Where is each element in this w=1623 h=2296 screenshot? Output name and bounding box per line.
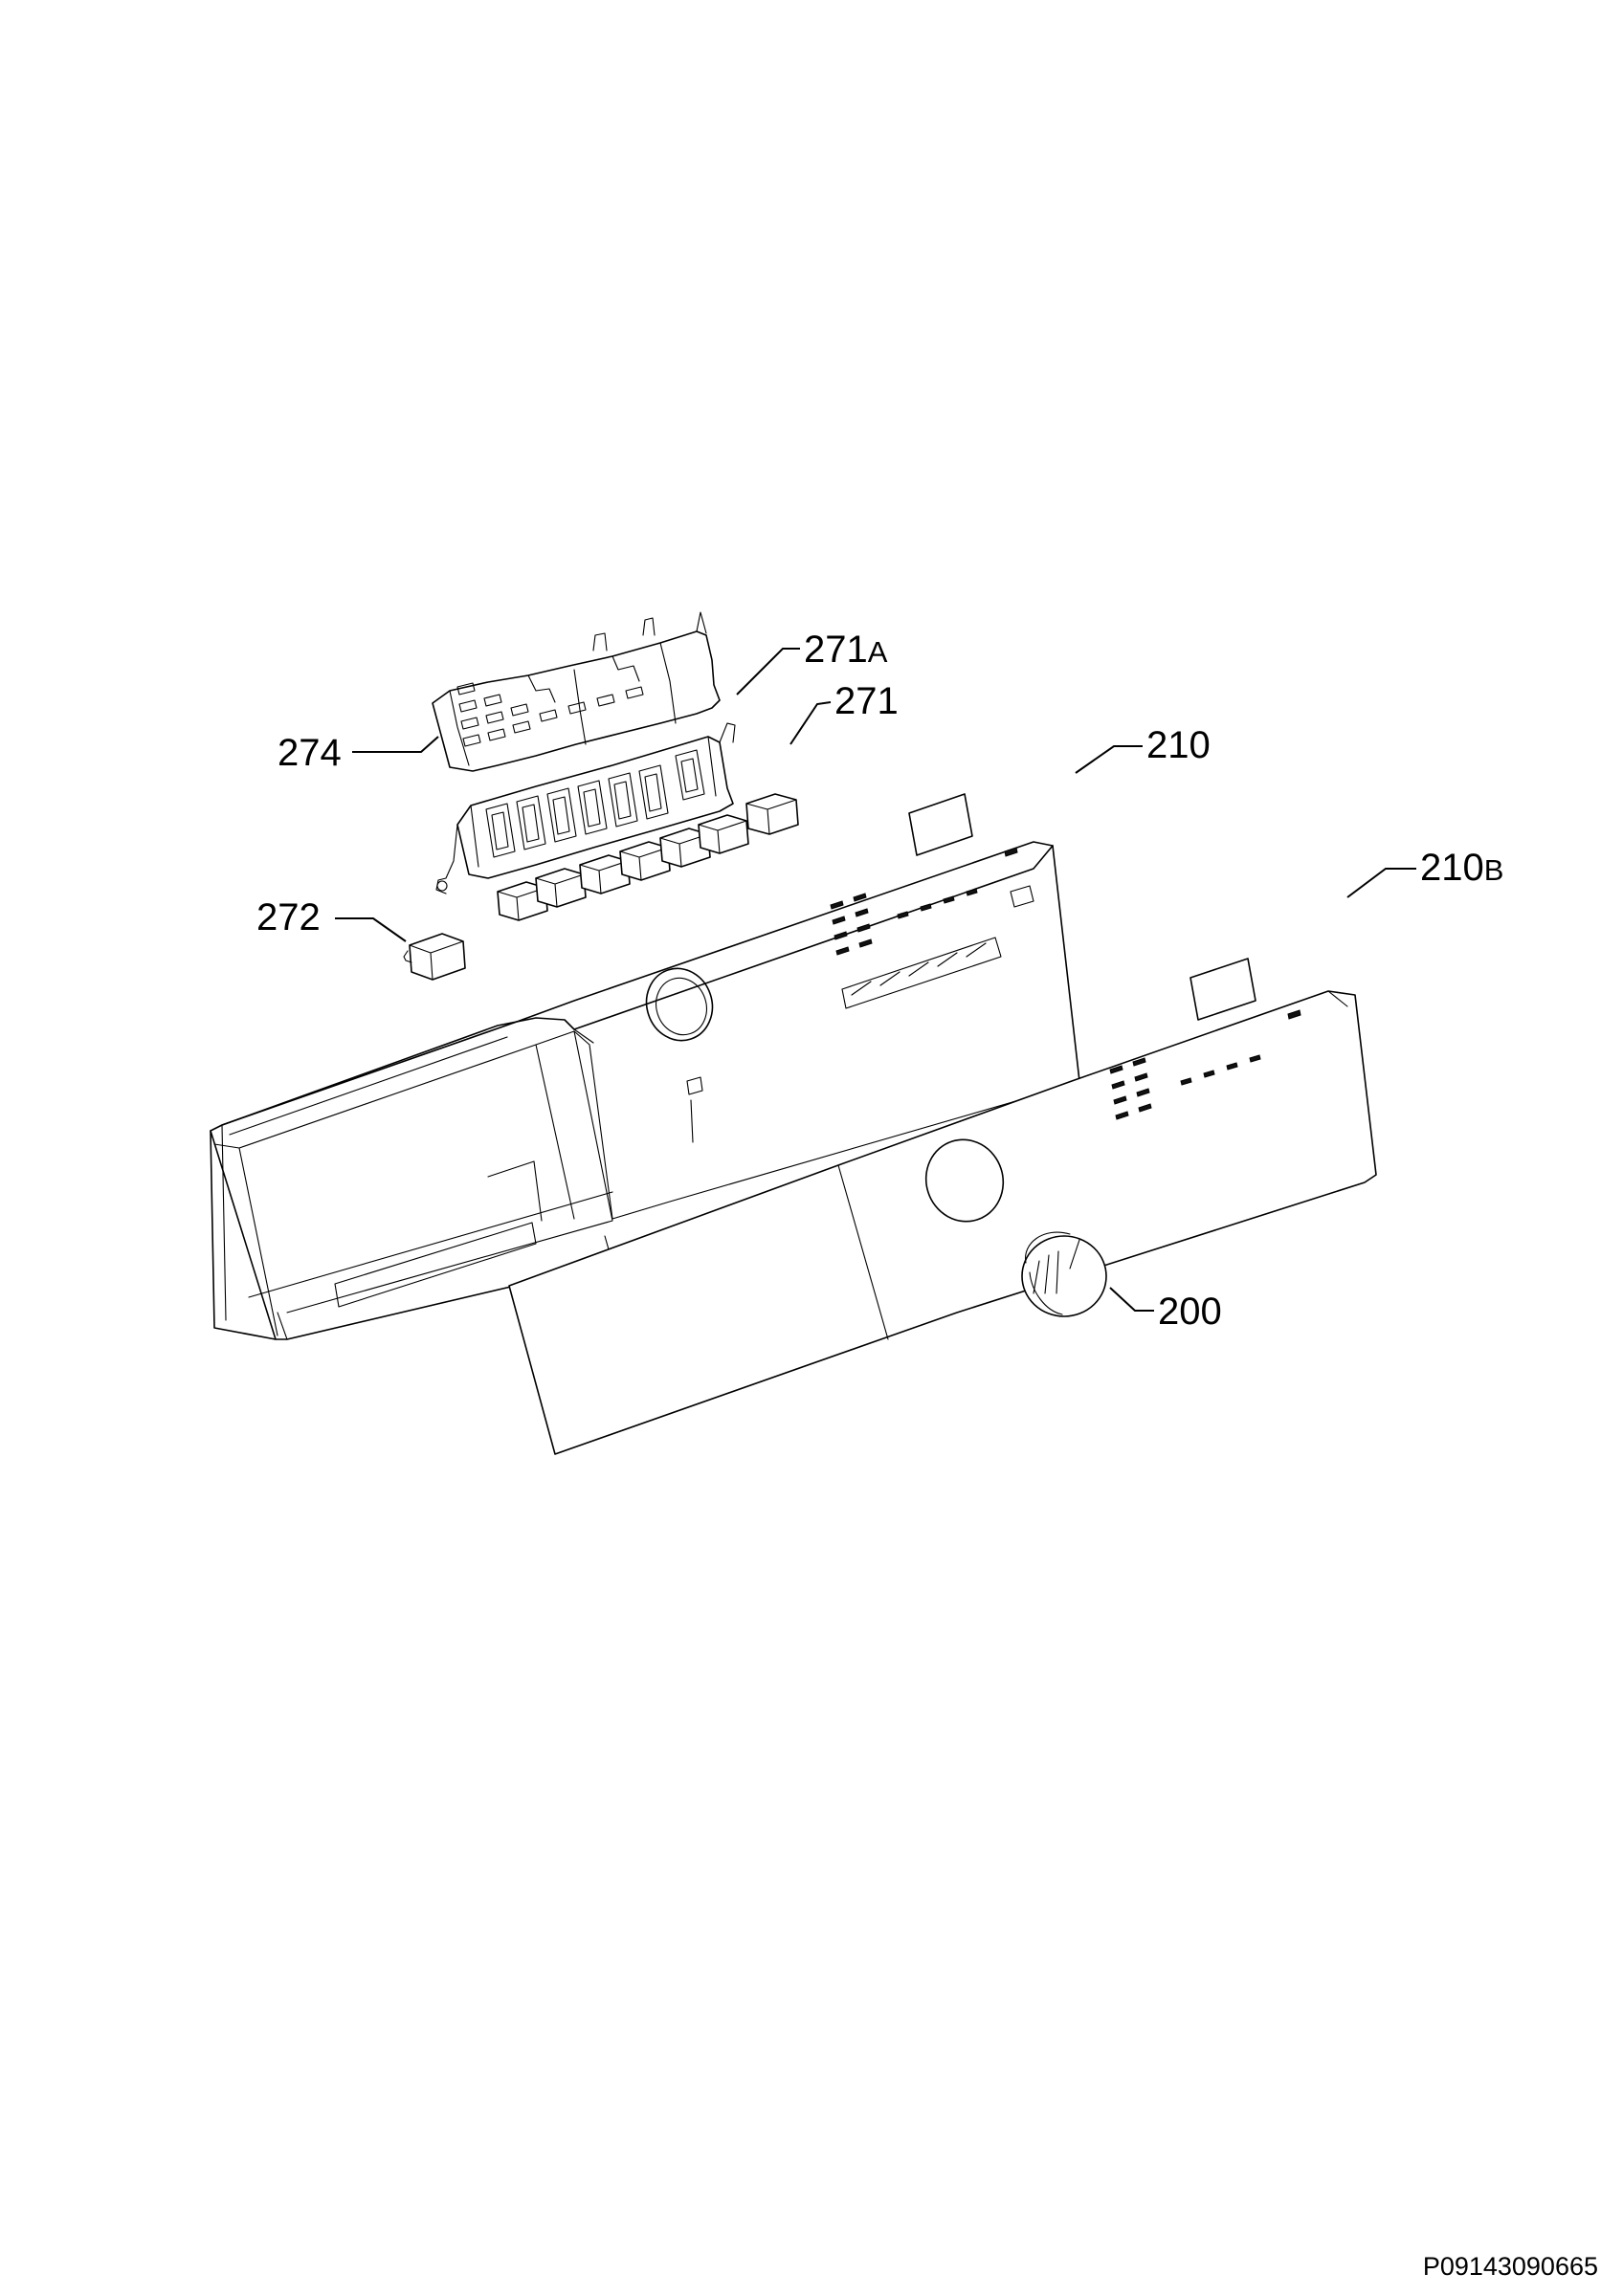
label-200: 200 [1158,1291,1222,1333]
panel-210-indicator-slots [830,847,1018,956]
label-274: 274 [278,732,342,774]
part-271-push-buttons [497,793,799,921]
panel-210B-indicator-slots [1109,1009,1301,1120]
label-271A: 271A [804,629,888,671]
drawing-code: P09143090665 [1423,2252,1598,2281]
label-272: 272 [256,896,321,938]
leader-lines [335,648,1416,1312]
part-210-control-panel [210,793,1088,1340]
label-271: 271 [834,680,899,722]
part-274-bracket [432,611,721,772]
part-210B-decor-panel [508,958,1377,1455]
bracket-vent-slots [456,682,644,747]
part-272-button [403,933,466,981]
label-210B: 210B [1420,847,1503,889]
label-210: 210 [1146,724,1211,766]
part-labels: 274 271A 271 210 210B 272 200 [256,629,1503,1333]
part-271A-button-carrier [435,722,736,894]
part-200-knob [1021,1231,1107,1317]
carrier-slots [485,749,705,858]
